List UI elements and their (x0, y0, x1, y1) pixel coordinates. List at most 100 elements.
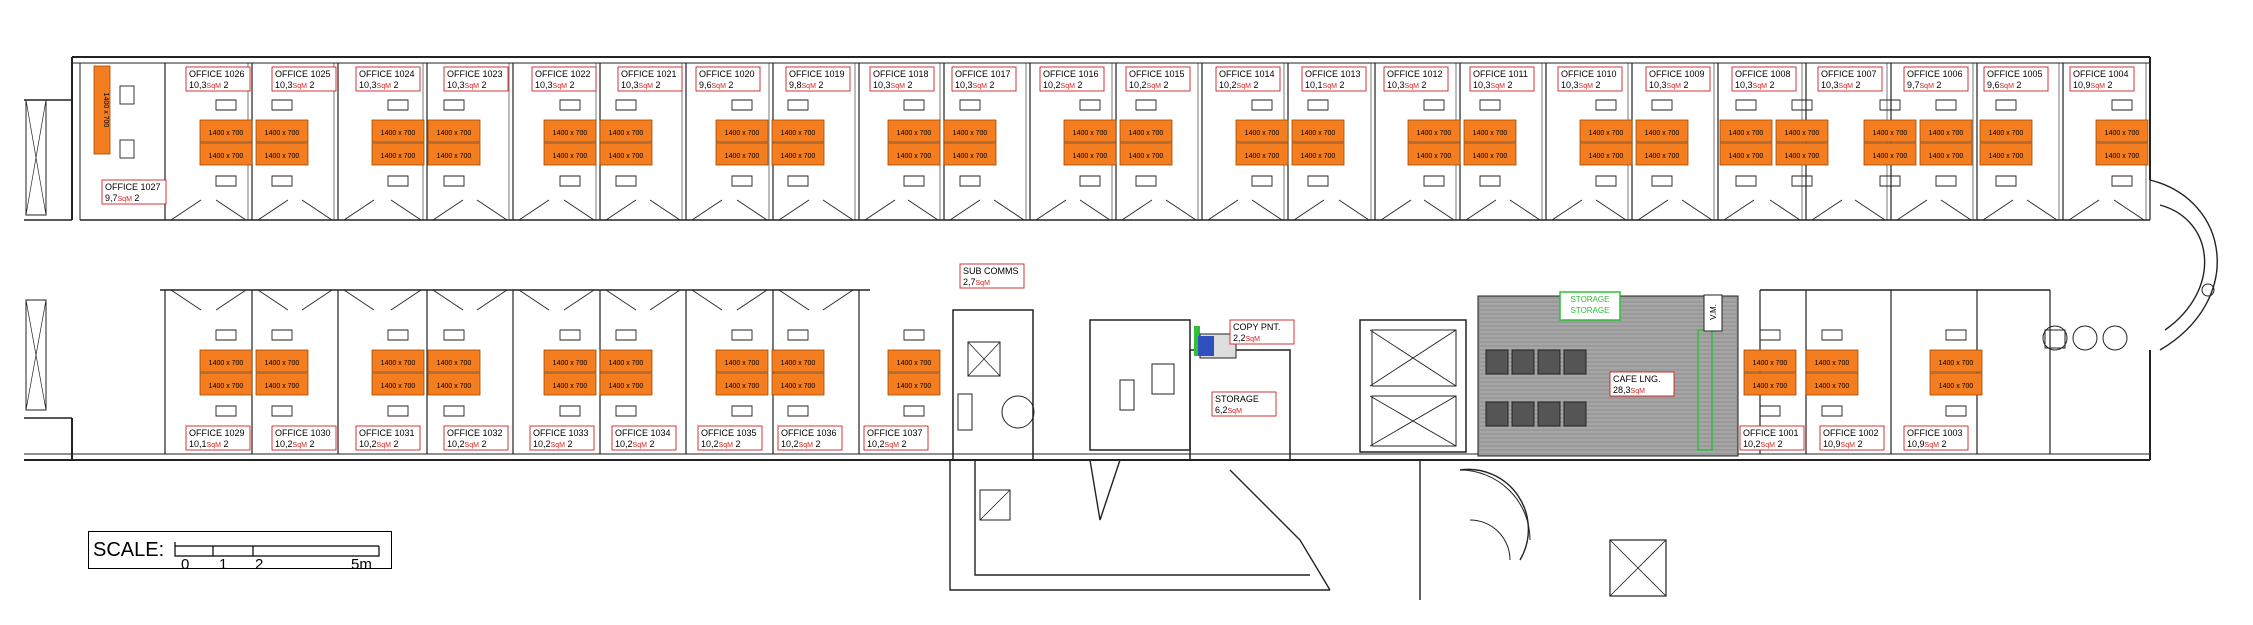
label-office-1030-title: OFFICE 1030 (275, 428, 331, 438)
label-office-1032-unit: SqM (465, 442, 480, 449)
chair-top (731, 99, 753, 111)
label-office-1006-box (1903, 66, 1969, 92)
door-swing-bottom (518, 289, 595, 311)
desk-top-lower-23 (2095, 142, 2149, 166)
desk-bottom-lower-9 (1743, 372, 1797, 396)
label-office-1016-occupancy: 2 (1075, 80, 1083, 90)
label-copy-pnt-area: 2,2SqM (1233, 333, 1260, 343)
lift-car-2 (1371, 395, 1457, 447)
chair-bottom (271, 405, 293, 417)
label-office-1004-title: OFFICE 1004 (2073, 69, 2129, 79)
label-cafe-lng-unit: SqM (1631, 388, 1646, 395)
door-swing-top (432, 199, 508, 221)
label-office-1030-area-value: 10,2 (275, 439, 293, 449)
label-office-1009-box (1645, 66, 1711, 92)
label-office-1022-unit: SqM (553, 83, 568, 90)
desk-label: 1400 x 700 (1417, 130, 1452, 137)
label-office-1021-box (617, 66, 683, 92)
label-office-1008-occupancy: 2 (1767, 80, 1775, 90)
desk-bottom-upper-4 (543, 349, 597, 373)
door-swing-top (949, 199, 1025, 221)
label-office-1021-occupancy: 2 (653, 80, 661, 90)
chair-bottom (959, 175, 981, 187)
label-office-1015-occupancy: 2 (1161, 80, 1169, 90)
chair-bottom (787, 175, 809, 187)
door-swing-top (691, 199, 768, 221)
label-office-1012-box (1383, 66, 1449, 92)
label-storage-unit: SqM (1228, 408, 1243, 415)
toilet-room (952, 309, 1034, 461)
label-sub-comms-area-value: 2,7 (963, 277, 976, 287)
label-office-1012-unit: SqM (1405, 83, 1420, 90)
label-office-1002-box (1819, 425, 1885, 451)
desk-top-upper-15 (1463, 119, 1517, 143)
desk-top-lower-22 (1979, 142, 2033, 166)
label-office-1004-unit: SqM (2091, 83, 2106, 90)
label-office-1029-title: OFFICE 1029 (189, 428, 245, 438)
label-office-1034-box (611, 425, 677, 451)
lift-car-1 (1371, 329, 1457, 387)
label-office-1037-area-value: 10,2 (867, 439, 885, 449)
label-sub-comms-box (959, 263, 1025, 289)
green-storage-box (1559, 291, 1621, 321)
label-office-1021-unit: SqM (639, 83, 654, 90)
label-office-1016-unit: SqM (1061, 83, 1076, 90)
desk-top-upper-2 (371, 119, 425, 143)
chair-bottom (1135, 175, 1157, 187)
label-office-1025-box (271, 66, 337, 92)
desk-label: 1400 x 700 (381, 130, 416, 137)
desk-top-lower-11 (1119, 142, 1173, 166)
label-office-1017-area-value: 10,3 (955, 80, 973, 90)
desk-label: 1400 x 700 (1873, 153, 1908, 160)
label-office-1026-title: OFFICE 1026 (189, 69, 245, 79)
chair-top (1879, 99, 1901, 111)
label-office-1004-occupancy: 2 (2105, 80, 2113, 90)
label-office-1019-area-value: 9,8 (789, 80, 802, 90)
label-office-1026-box (185, 66, 251, 92)
label-office-1019-unit: SqM (802, 83, 817, 90)
label-office-1025-area: 10,3SqM 2 (275, 80, 314, 90)
label-office-1024-occupancy: 2 (391, 80, 399, 90)
desk-top-upper-18 (1719, 119, 1773, 143)
label-office-1032-area-value: 10,2 (447, 439, 465, 449)
label-office-1007-unit: SqM (1839, 83, 1854, 90)
scale-tick-5m: 5m (351, 556, 372, 573)
side-desk-1027 (93, 65, 111, 155)
desk-label: 1400 x 700 (1245, 153, 1280, 160)
chair-bottom (1079, 175, 1101, 187)
chair-top (1079, 99, 1101, 111)
chair-top (2111, 99, 2133, 111)
chair-bottom (1995, 175, 2017, 187)
scale-bar: SCALE: 0 1 2 5m (88, 531, 392, 573)
desk-label: 1400 x 700 (1301, 130, 1336, 137)
label-office-1016-box (1039, 66, 1105, 92)
chair-top (959, 99, 981, 111)
label-office-1027-box (101, 179, 167, 205)
label-office-1016-area-value: 10,2 (1043, 80, 1061, 90)
label-office-1006-title: OFFICE 1006 (1907, 69, 1963, 79)
vent-cross (1609, 539, 1667, 597)
chair-top (1651, 99, 1673, 111)
desk-label: 1400 x 700 (1473, 153, 1508, 160)
desk-label: 1400 x 700 (2105, 130, 2140, 137)
desk-top-lower-10 (1063, 142, 1117, 166)
label-office-1026-unit: SqM (207, 83, 222, 90)
desk-top-lower-13 (1291, 142, 1345, 166)
door-swing-bottom (343, 289, 422, 311)
label-office-1020-area-value: 9,6 (699, 80, 712, 90)
shaft-diagonal (979, 489, 1011, 521)
door-swing-bottom (432, 289, 508, 311)
desk-label: 1400 x 700 (1815, 383, 1850, 390)
label-office-1001-unit: SqM (1761, 442, 1776, 449)
chair-top (903, 329, 925, 341)
label-office-1009-area: 10,3SqM 2 (1649, 80, 1688, 90)
label-office-1035-occupancy: 2 (733, 439, 741, 449)
toilet-bowl (957, 393, 973, 431)
label-copy-pnt-unit: SqM (1246, 336, 1261, 343)
label-office-1029-box (185, 425, 251, 451)
desk-top-lower-18 (1719, 142, 1773, 166)
desk-label: 1400 x 700 (1785, 153, 1820, 160)
desk-top-lower-17 (1635, 142, 1689, 166)
chair-top (1595, 99, 1617, 111)
desk-label: 1400 x 700 (553, 360, 588, 367)
